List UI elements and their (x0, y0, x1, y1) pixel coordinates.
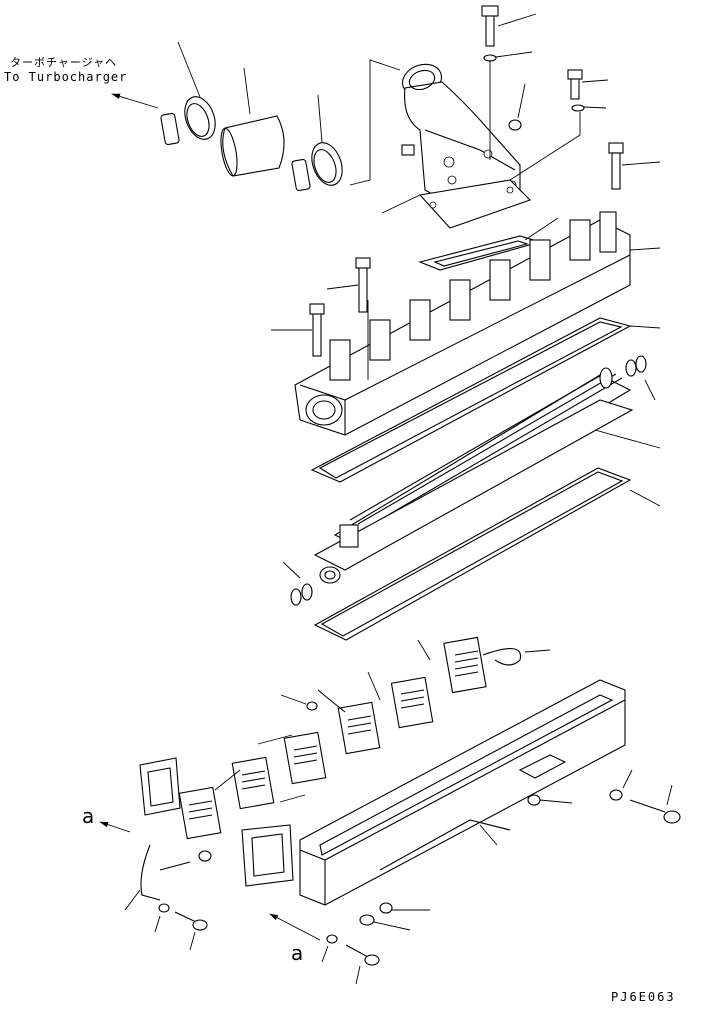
bolt-upper-right (509, 69, 609, 181)
intake-manifold (294, 211, 661, 436)
heater-wires (214, 639, 551, 803)
manifold-bolt-short (271, 303, 325, 357)
elbow-pipe (381, 63, 532, 229)
reference-arrow-upper (99, 821, 131, 833)
destination-label-jp: ターボチャージャヘ (10, 56, 118, 69)
plug-small (508, 83, 526, 131)
manifold-bolt-long (326, 257, 371, 380)
bolt-top (481, 5, 537, 160)
connector-hose (220, 67, 285, 177)
reference-arrow-lower (269, 913, 321, 941)
lower-gasket (313, 467, 661, 641)
heater-block-3 (337, 701, 381, 755)
aftercooler-core (313, 367, 661, 584)
bottom-bolt-right (321, 934, 380, 985)
bottom-bolt-left (154, 903, 208, 951)
turbo-direction-arrow (111, 93, 159, 109)
heater-block-1 (443, 636, 487, 694)
reference-mark-a-upper: a (82, 804, 95, 828)
heater-sensor-probe (124, 844, 212, 911)
clamp-left (160, 41, 216, 146)
drain-plugs-bottom (359, 902, 430, 931)
destination-label-en: To Turbocharger (4, 70, 128, 84)
heater-block-4 (283, 731, 327, 785)
case-plug (527, 794, 573, 806)
lower-case (299, 679, 626, 906)
reference-mark-a-lower: a (291, 941, 304, 965)
manifold-bolt-right (608, 142, 661, 190)
clamp-right (291, 94, 343, 192)
case-bolt-right (609, 769, 681, 824)
heater-block-2 (390, 676, 434, 729)
heater-block-6 (178, 786, 222, 840)
drawing-code: PJ6E063 (611, 990, 676, 1004)
heater-gaskets (139, 757, 294, 887)
o-rings-right (625, 355, 656, 401)
heater-block-5 (231, 756, 275, 810)
o-rings-left (282, 561, 313, 606)
clamp-bracket-leader (349, 59, 401, 186)
upper-gasket (310, 317, 661, 483)
